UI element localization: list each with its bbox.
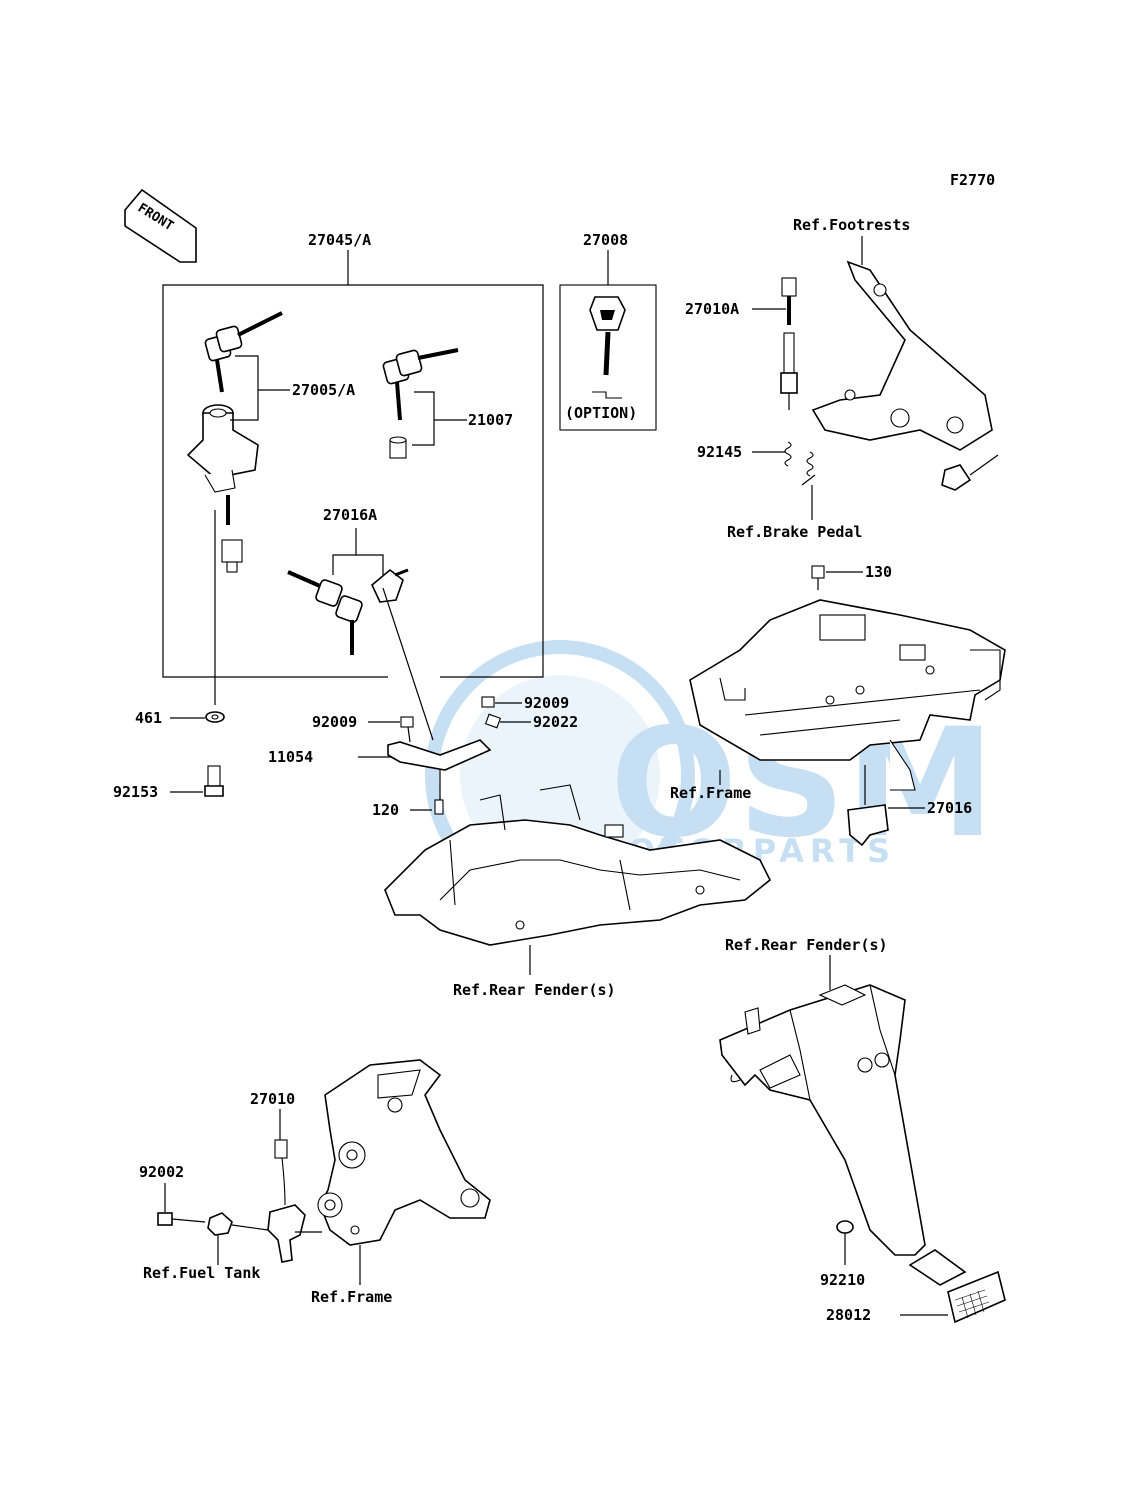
callout-ref-frame-top: Ref.Frame [670, 784, 751, 802]
callout-27008: 27008 [583, 231, 628, 249]
callout-92009-lower: 92009 [312, 713, 357, 731]
key-set-21007-part [382, 348, 459, 459]
callout-92153: 92153 [113, 783, 158, 801]
bolt-130-part [811, 565, 825, 590]
ignition-switch-part [186, 311, 283, 573]
bracket-11054-part [382, 587, 492, 805]
kit-box-27045a [162, 250, 544, 678]
callout-27005a: 27005/A [292, 381, 355, 399]
bracket-27016-part [847, 765, 889, 847]
callout-ref-fuel-tank: Ref.Fuel Tank [143, 1264, 260, 1282]
bolt-92153-part [204, 765, 224, 797]
callout-27016: 27016 [927, 799, 972, 817]
callout-120: 120 [372, 801, 399, 819]
spring-92145-part [784, 441, 816, 486]
rear-fender-center-part [384, 784, 772, 946]
sidestand-switch-part [267, 1139, 306, 1263]
rear-fender-right-part [719, 984, 926, 1256]
callout-ref-rear-fender-center: Ref.Rear Fender(s) [453, 981, 616, 999]
callout-27010a: 27010A [685, 300, 739, 318]
rear-frame-part [689, 599, 1006, 791]
callout-92145: 92145 [697, 443, 742, 461]
figure-code: F2770 [950, 171, 995, 189]
frame-lower-part [317, 1059, 491, 1246]
callout-92210: 92210 [820, 1271, 865, 1289]
callout-ref-frame-bottom: Ref.Frame [311, 1288, 392, 1306]
callout-27016a: 27016A [323, 506, 377, 524]
footrest-bracket-part [811, 260, 999, 491]
callout-130: 130 [865, 563, 892, 581]
key-set-27016a-part [287, 568, 409, 655]
washer-92210-part [836, 1220, 854, 1265]
callout-92009-upper: 92009 [524, 694, 569, 712]
bolt-120-part [434, 799, 444, 815]
callout-27045a: 27045/A [308, 231, 371, 249]
bolt-92002-part [157, 1212, 206, 1226]
callout-461: 461 [135, 709, 162, 727]
washer-461-part [205, 711, 225, 723]
bolt-92009-upper-part [481, 696, 495, 708]
nut-92022-part [484, 713, 502, 729]
callout-ref-brake-pedal: Ref.Brake Pedal [727, 523, 862, 541]
option-note: (OPTION) [565, 404, 637, 422]
callout-ref-rear-fender-right: Ref.Rear Fender(s) [725, 936, 888, 954]
callout-21007: 21007 [468, 411, 513, 429]
callout-28012: 28012 [826, 1306, 871, 1324]
callout-27010: 27010 [250, 1090, 295, 1108]
bolt-92009-lower-part [400, 716, 414, 743]
front-arrow-icon: FRONT [124, 188, 197, 263]
callout-11054: 11054 [268, 748, 313, 766]
callout-92022: 92022 [533, 713, 578, 731]
nut-fuel-tank-part [207, 1212, 269, 1236]
reflector-28012-part [908, 1249, 1006, 1324]
rear-brake-switch-part [780, 277, 798, 410]
callout-92002: 92002 [139, 1163, 184, 1181]
callout-ref-footrests: Ref.Footrests [793, 216, 910, 234]
optional-key-part [589, 296, 626, 399]
